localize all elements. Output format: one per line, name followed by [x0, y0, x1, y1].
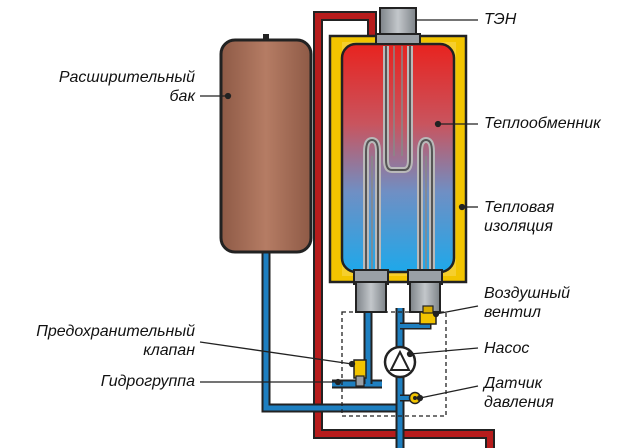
label-safety-valve-line2: клапан — [143, 342, 195, 359]
heat-exchanger — [328, 34, 468, 284]
leader-air-valve — [435, 305, 479, 315]
ten-head — [375, 7, 421, 45]
label-insulation-line1: Тепловая — [484, 199, 555, 216]
air-valve — [419, 305, 437, 325]
label-safety-valve-line1: Предохранительный — [36, 323, 195, 340]
label-safety-valve: Предохранительный клапан — [36, 322, 195, 360]
label-air-valve: Воздушный вентил — [484, 284, 570, 322]
label-pressure-sensor: Датчик давления — [484, 374, 554, 412]
leader-pressure-sensor — [419, 385, 479, 399]
label-pressure-sensor-line2: давления — [484, 394, 554, 411]
heat-exchanger-vessel — [340, 42, 456, 274]
label-pump: Насос — [484, 340, 530, 357]
label-ten: ТЭН — [484, 11, 517, 28]
label-air-valve-line1: Воздушный — [484, 285, 571, 302]
label-pressure-sensor-line1: Датчик — [484, 375, 543, 392]
safety-valve — [353, 359, 367, 387]
leader-safety-valve — [199, 341, 353, 365]
bottom-fittings — [353, 269, 443, 313]
expansion-tank — [219, 34, 313, 254]
label-heat-exchanger: Теплообменник — [484, 115, 601, 132]
hydro-group-box — [341, 311, 447, 417]
label-expansion-tank-line1: Расширительный — [58, 69, 195, 86]
label-expansion-tank: Расширительный бак — [59, 68, 195, 106]
leader-lines — [199, 19, 479, 402]
label-hydro-group: Гидрогруппа — [100, 373, 195, 390]
label-air-valve-line2: вентил — [484, 304, 541, 321]
leader-pump — [409, 347, 479, 355]
heating-element — [363, 46, 435, 270]
label-insulation: Тепловая изоляция — [484, 198, 554, 236]
label-insulation-line2: изоляция — [484, 218, 553, 235]
label-expansion-tank-line2: бак — [169, 88, 195, 105]
hot-water-pipe — [313, 11, 495, 448]
